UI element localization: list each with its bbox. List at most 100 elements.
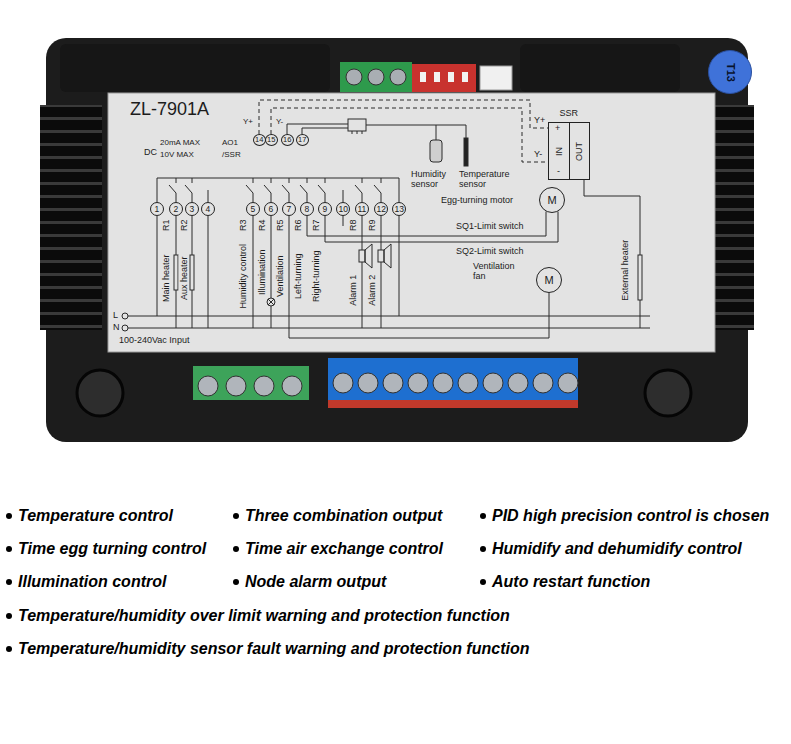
ssr-divider (569, 123, 570, 179)
bottom-connectors-part (383, 373, 403, 393)
top-connectors-part (346, 69, 362, 85)
housing-part (40, 105, 102, 330)
wiring-part (174, 255, 178, 290)
wiring-part (638, 255, 642, 300)
label-panel-face (108, 93, 715, 352)
terminal-circle: 1 (150, 202, 164, 216)
node-number: 11 (358, 205, 367, 214)
feature-item: Humidify and dehumidify control (492, 540, 742, 558)
wiring-part (122, 325, 128, 331)
top-connectors-part (420, 72, 426, 82)
top-connectors-part (368, 69, 384, 85)
signal-label: Y- (275, 117, 284, 126)
node-number: 16 (283, 136, 291, 144)
bullet-dot (6, 579, 12, 585)
node-number: 8 (305, 205, 310, 214)
label-panel: ZL-7901A1234567891011121314151617SSRINOU… (108, 93, 715, 352)
part-label: Aux heater (179, 255, 189, 301)
part-label: Illumination (257, 248, 267, 296)
wiring-part (122, 313, 128, 319)
node-number: 10 (339, 205, 348, 214)
supply-label: 100-240Vac Input (118, 335, 190, 345)
terminal-circle: 11 (355, 202, 369, 216)
bottom-connectors-part (282, 376, 302, 396)
top-connectors-part (434, 72, 440, 82)
node-number: 6 (269, 205, 274, 214)
top-connectors-part (412, 64, 476, 92)
terminal-circle: 16 (281, 134, 294, 146)
wiring-part (287, 124, 466, 140)
feature-item: Temperature/humidity sensor fault warnin… (18, 640, 529, 658)
feature-item: Time egg turning control (18, 540, 206, 558)
bottom-connectors-part (328, 358, 578, 400)
terminal-circle: 9 (318, 202, 332, 216)
motor-symbol: M (539, 187, 565, 213)
node-number: 13 (395, 205, 404, 214)
label-panel-face-part (108, 93, 715, 352)
node-number: M (548, 195, 557, 206)
bottom-connectors-part (254, 376, 274, 396)
wiring-part (352, 131, 362, 134)
bullet-dot (480, 513, 486, 519)
top-connectors-part (480, 66, 512, 90)
bottom-connectors-part (483, 373, 503, 393)
wire-connector (289, 216, 549, 338)
part-label: SQ2-Limit switch (455, 246, 525, 256)
node-number: M (545, 275, 554, 286)
terminal-circle: 2 (169, 202, 183, 216)
top-connectors-part (390, 69, 406, 85)
ssr-text: IN (555, 147, 564, 156)
node-number: 5 (251, 205, 256, 214)
node-number: 12 (377, 205, 386, 214)
fan-motor-symbol: M (536, 267, 562, 293)
housing-part (60, 44, 330, 92)
top-connectors-part (448, 72, 454, 82)
relay-label: R1 (161, 218, 171, 232)
bottom-connectors-part (558, 373, 578, 393)
feature-item: PID high precision control is chosen (492, 507, 769, 525)
part-label: Alarm 2 (367, 274, 377, 307)
feature-item: Node alarm output (245, 573, 386, 591)
part-label: Humidity control (238, 243, 248, 310)
node-number: 2 (174, 205, 179, 214)
relay-label: R3 (238, 218, 248, 232)
node-number: 1 (155, 205, 160, 214)
signal-label: AO1 (221, 138, 239, 147)
bullet-dot (6, 513, 12, 519)
wire-connector (271, 108, 548, 162)
bottom-connectors-part (333, 373, 353, 393)
part-label: Ventilation (275, 254, 285, 298)
signal-label: Y+ (533, 115, 546, 125)
terminal-circle: 4 (201, 202, 215, 216)
node-number: 3 (190, 205, 195, 214)
wiring-part (384, 244, 391, 268)
wiring-part (359, 250, 365, 262)
wiring-part (584, 180, 640, 328)
bottom-connectors-part (358, 373, 378, 393)
wiring-part (128, 316, 650, 328)
bottom-connectors-part (408, 373, 428, 393)
wiring-part (267, 298, 275, 306)
terminal-label: L (112, 310, 119, 320)
signal-label: Y- (533, 149, 543, 159)
bullet-dot (6, 646, 12, 652)
ssr-text: SSR (560, 109, 579, 118)
signal-label: /SSR (221, 150, 242, 159)
wire-connector (259, 100, 548, 134)
relay-label: R7 (311, 218, 321, 232)
relay-label: R4 (257, 218, 267, 232)
terminal-circle: 13 (392, 202, 406, 216)
node-number: 4 (206, 205, 211, 214)
part-label: Humidity sensor (410, 169, 460, 190)
terminal-circle: 6 (264, 202, 278, 216)
feature-item: Temperature/humidity over limit warning … (18, 607, 510, 625)
feature-item: Time air exchange control (245, 540, 443, 558)
model-title: ZL-7901A (130, 100, 209, 118)
bottom-connectors-part (458, 373, 478, 393)
wiring-part (464, 138, 468, 166)
part-label: External heater (620, 239, 630, 302)
bullet-dot (480, 579, 486, 585)
part-label: Left-turning (293, 252, 303, 300)
